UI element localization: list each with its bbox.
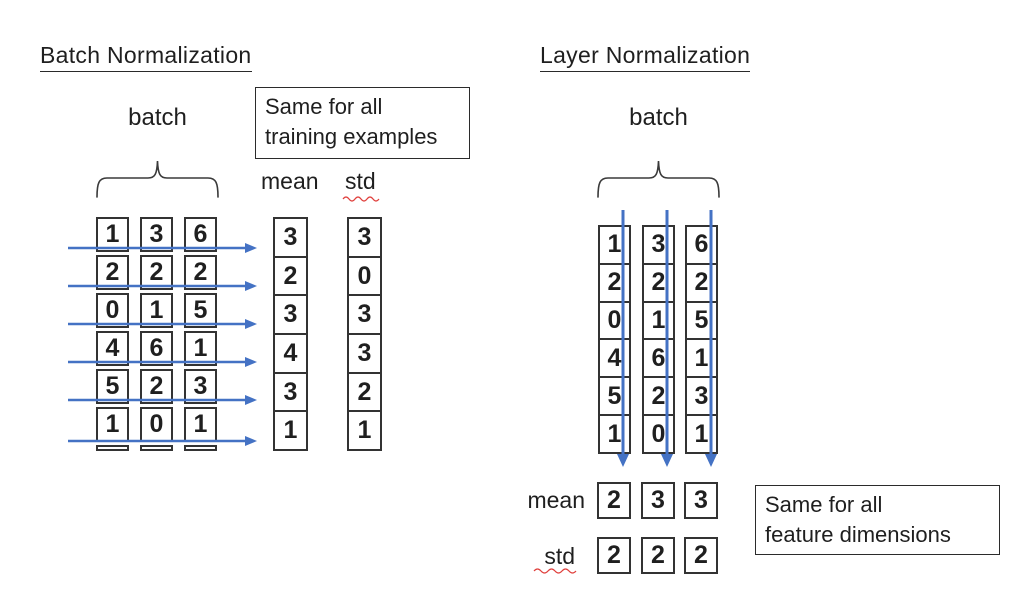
matrix-cell: 1 (96, 407, 129, 442)
layernorm-std-box: 2 (597, 537, 631, 574)
matrix-cell: 1 (184, 331, 217, 366)
matrix-cell: 6 (140, 331, 173, 366)
layernorm-std-box: 2 (684, 537, 718, 574)
batchnorm-note-box: Same for all training examples (255, 87, 470, 159)
matrix-cell: 1 (140, 293, 173, 328)
layernorm-mean-box: 3 (641, 482, 675, 519)
matrix-cell: 1 (96, 217, 129, 252)
matrix-cell: 2 (600, 265, 629, 303)
matrix-cell: 3 (644, 227, 673, 265)
batchnorm-matrix-column-1: 1 2 0 4 5 1 (96, 217, 129, 451)
mean-cell: 4 (275, 335, 306, 374)
layernorm-matrix-column-1: 1 2 0 4 5 1 (598, 225, 631, 454)
matrix-cell: 6 (687, 227, 716, 265)
batchnorm-title: Batch Normalization (40, 42, 252, 72)
layernorm-title-text: Layer Normalization (540, 42, 751, 72)
matrix-cell: 2 (140, 369, 173, 404)
batchnorm-batch-label: batch (128, 104, 187, 131)
layernorm-batch-label: batch (629, 104, 688, 131)
matrix-cell: 3 (140, 217, 173, 252)
std-cell: 3 (349, 335, 380, 374)
matrix-cell: 0 (651, 419, 666, 448)
std-cell: 3 (349, 296, 380, 336)
layernorm-matrix-column-3: 6 2 5 1 3 1 (685, 225, 718, 454)
matrix-column-footer (140, 445, 173, 451)
matrix-cell: 2 (184, 255, 217, 290)
mean-cell: 3 (275, 219, 306, 258)
matrix-cell: 2 (644, 265, 673, 303)
matrix-cell: 4 (96, 331, 129, 366)
matrix-cell: 6 (184, 217, 217, 252)
mean-cell: 3 (275, 296, 306, 336)
layernorm-matrix-column-2: 3 2 1 6 2 0 (642, 225, 675, 454)
matrix-cell: 1 (687, 340, 716, 379)
matrix-cell: 0 (600, 303, 629, 341)
batchnorm-mean-label: mean (261, 168, 319, 194)
matrix-cell: 3 (687, 378, 716, 417)
batchnorm-section: Batch Normalization batch Same for all t… (40, 42, 470, 451)
matrix-cell: 5 (96, 369, 129, 404)
layernorm-note-box: Same for all feature dimensions (755, 485, 1000, 555)
batchnorm-matrix-column-2: 3 2 1 6 2 0 (140, 217, 173, 451)
mean-cell: 1 (283, 416, 298, 445)
matrix-cell: 1 (184, 407, 217, 442)
matrix-cell: 1 (600, 227, 629, 265)
std-cell: 0 (349, 258, 380, 297)
batchnorm-std-column: 3 0 3 3 2 1 (347, 217, 382, 451)
matrix-cell: 5 (600, 378, 629, 417)
matrix-cell: 1 (644, 303, 673, 341)
layernorm-title: Layer Normalization (540, 42, 751, 72)
layernorm-std-box: 2 (641, 537, 675, 574)
note-line: feature dimensions (765, 522, 951, 547)
matrix-cell: 5 (184, 293, 217, 328)
batchnorm-matrix-column-3: 6 2 5 1 3 1 (184, 217, 217, 451)
note-line: Same for all (765, 492, 883, 517)
matrix-cell: 1 (607, 419, 622, 448)
matrix-cell: 2 (140, 255, 173, 290)
matrix-cell: 2 (96, 255, 129, 290)
matrix-cell: 6 (644, 340, 673, 379)
std-cell: 2 (349, 374, 380, 413)
matrix-cell: 4 (600, 340, 629, 379)
layernorm-section: Layer Normalization batch Same for all f… (512, 0, 1024, 598)
mean-cell: 3 (275, 374, 306, 413)
matrix-cell: 2 (687, 265, 716, 303)
layernorm-std-label: std (544, 543, 575, 569)
batchnorm-title-text: Batch Normalization (40, 42, 252, 72)
matrix-cell: 2 (644, 378, 673, 417)
batchnorm-mean-column: 3 2 3 4 3 1 (273, 217, 308, 451)
std-cell: 3 (349, 219, 380, 258)
note-line: Same for all (265, 94, 383, 119)
matrix-cell: 0 (96, 293, 129, 328)
note-line: training examples (265, 124, 438, 149)
matrix-column-footer (184, 445, 217, 451)
matrix-column-footer (96, 445, 129, 451)
layernorm-mean-box: 3 (684, 482, 718, 519)
matrix-cell: 5 (687, 303, 716, 341)
batchnorm-std-label: std (345, 168, 376, 194)
matrix-cell: 1 (694, 419, 709, 448)
mean-cell: 2 (275, 258, 306, 297)
matrix-cell: 3 (184, 369, 217, 404)
matrix-cell: 0 (140, 407, 173, 442)
layernorm-mean-box: 2 (597, 482, 631, 519)
std-cell: 1 (357, 416, 372, 445)
layernorm-mean-label: mean (527, 487, 585, 513)
